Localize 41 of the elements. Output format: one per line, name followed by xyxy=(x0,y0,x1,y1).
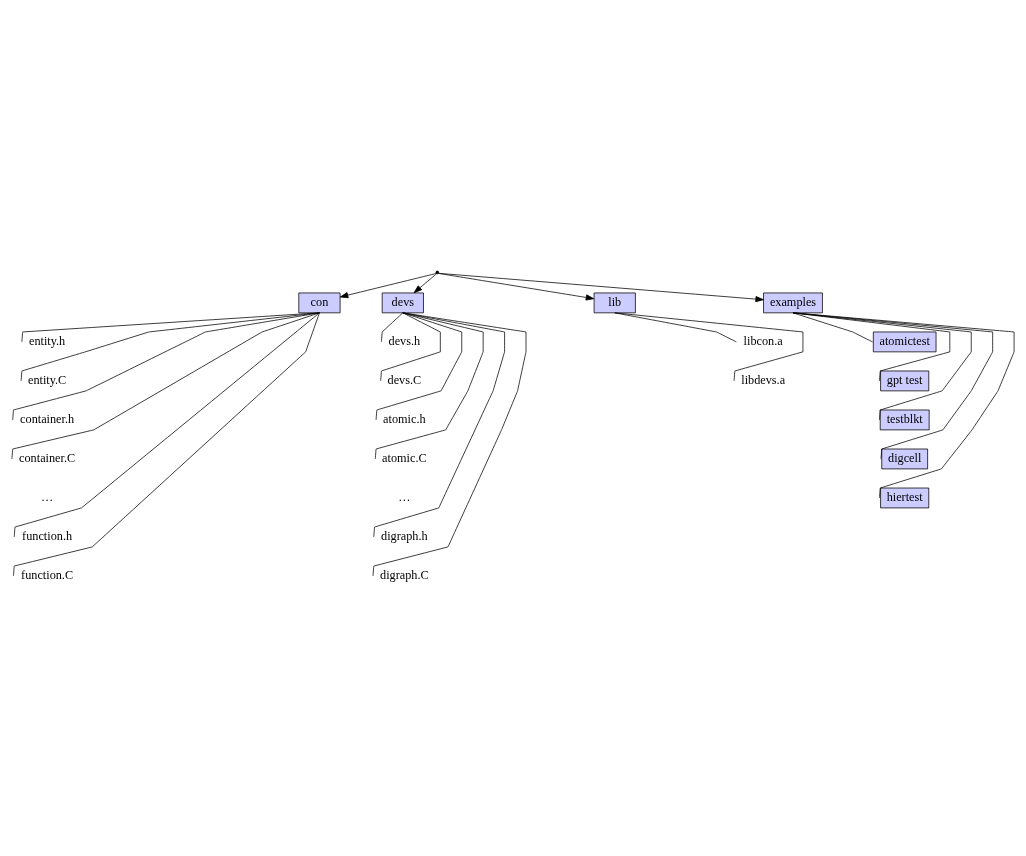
connector xyxy=(372,311,527,576)
node-box: digcell xyxy=(881,448,929,469)
node-text: container.C xyxy=(19,450,76,465)
node-box: hiertest xyxy=(880,487,930,508)
node-text: devs.h xyxy=(388,333,421,348)
node-text: atomic.C xyxy=(382,450,427,465)
node-text: entity.C xyxy=(27,372,67,387)
label: … xyxy=(40,489,54,504)
node-box: con xyxy=(298,292,341,313)
connector xyxy=(381,311,404,342)
node-text: atomic.h xyxy=(383,411,426,426)
node-box: devs xyxy=(381,292,424,313)
connector xyxy=(375,311,463,420)
node-text: digraph.h xyxy=(381,528,428,543)
node-box: lib xyxy=(593,292,636,313)
connector xyxy=(20,311,320,381)
node-text: digraph.C xyxy=(380,567,429,582)
node-box: testblkt xyxy=(879,409,930,430)
node-box: gpt test xyxy=(880,370,930,391)
node-box: atomictest xyxy=(872,331,937,352)
arrow xyxy=(438,272,595,300)
node-text: devs.C xyxy=(387,372,422,387)
node-text: libdevs.a xyxy=(741,372,786,387)
connector xyxy=(792,311,1015,498)
node-point xyxy=(435,270,440,274)
label: … xyxy=(398,489,411,504)
arrow xyxy=(438,272,764,302)
node-text: function.h xyxy=(22,528,73,543)
connector xyxy=(12,311,320,420)
arrow xyxy=(413,272,438,293)
connector xyxy=(11,311,320,459)
node-text: function.C xyxy=(21,567,74,582)
node-text: entity.h xyxy=(28,333,66,348)
connector xyxy=(373,311,505,537)
node-text: libcon.a xyxy=(743,333,783,348)
connector xyxy=(614,311,804,381)
arrow xyxy=(339,272,437,298)
connector xyxy=(374,311,484,459)
connector xyxy=(380,311,441,381)
node-box: examples xyxy=(763,292,823,313)
node-text: container.h xyxy=(20,411,75,426)
